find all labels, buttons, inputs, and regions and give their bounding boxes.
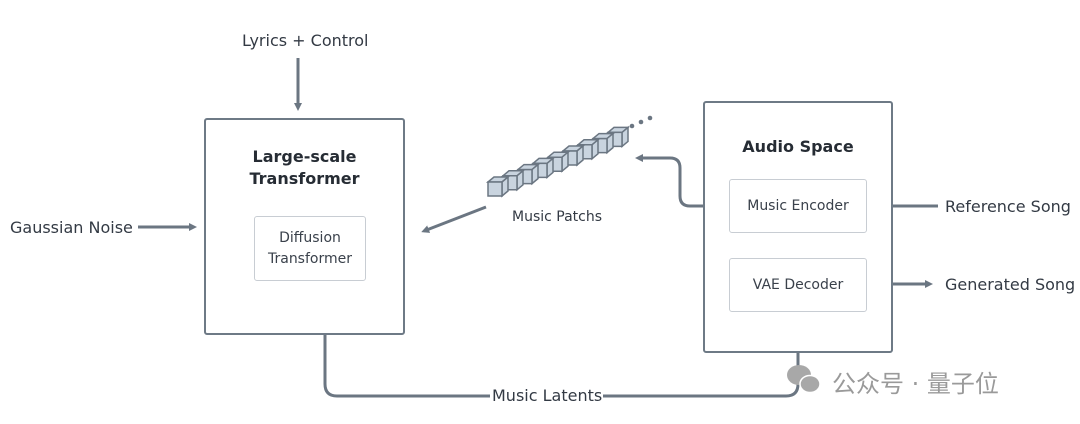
ellipsis-dot	[629, 123, 635, 129]
arrow-latents-path	[323, 298, 490, 398]
diffusion-transformer-block: Diffusion Transformer	[254, 216, 366, 281]
music-patchs-label: Music Patchs	[512, 209, 603, 225]
ellipsis-dot	[647, 115, 653, 121]
arrow-encoder-to-patchs	[635, 154, 724, 208]
reference-song-label: Reference Song	[945, 197, 1071, 216]
audio-space-title: Audio Space	[742, 137, 854, 156]
arrow-patchs-to-transformer	[421, 205, 487, 233]
wechat-logo-icon	[787, 365, 821, 394]
generated-song-label: Generated Song	[945, 275, 1076, 294]
music-patch-cubes	[485, 125, 631, 198]
lyrics-control-label: Lyrics + Control	[242, 31, 369, 50]
music-patch-cube	[487, 181, 503, 197]
music-latents-label: Music Latents	[492, 386, 603, 405]
ellipsis-dot	[638, 119, 644, 125]
transformer-title: Large-scale Transformer	[249, 147, 360, 188]
watermark-text: 公众号 · 量子位	[832, 370, 999, 398]
gaussian-noise-label: Gaussian Noise	[10, 218, 133, 237]
vae-decoder-block: VAE Decoder	[729, 258, 867, 312]
music-encoder-block: Music Encoder	[729, 179, 867, 233]
